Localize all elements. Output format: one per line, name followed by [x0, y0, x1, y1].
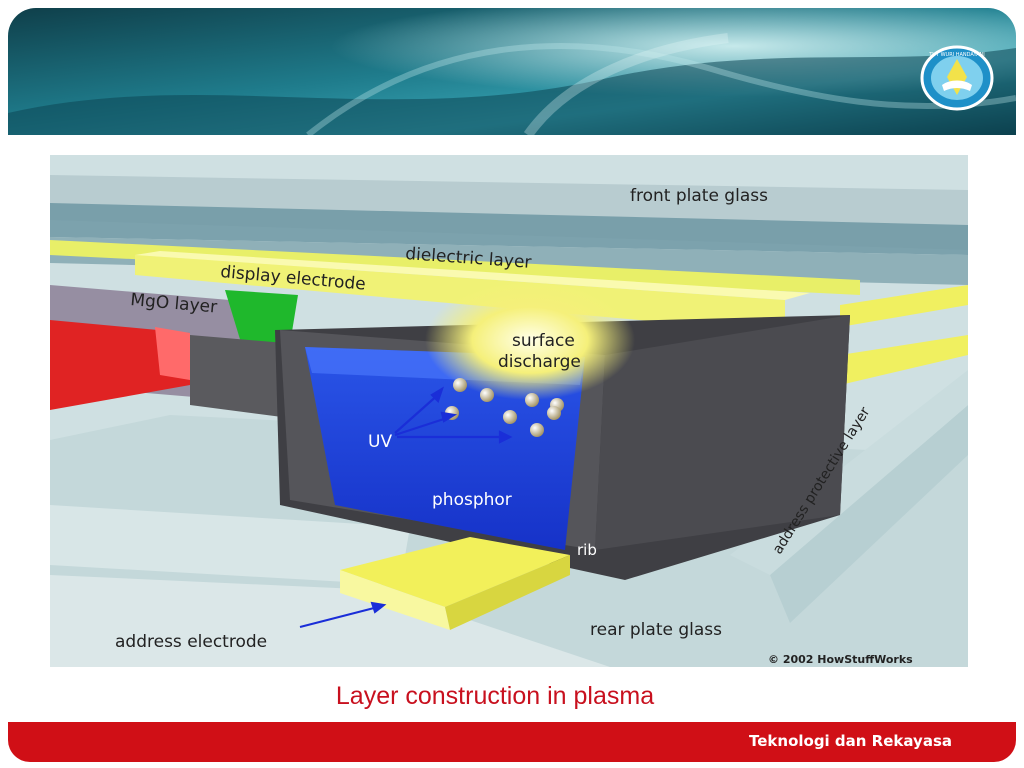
- figure-caption: Layer construction in plasma: [335, 682, 655, 710]
- footer-text: Teknologi dan Rekayasa: [749, 732, 952, 750]
- label-rear-plate-glass: rear plate glass: [590, 620, 722, 640]
- footer-bar: Teknologi dan Rekayasa: [8, 722, 1016, 762]
- label-front-plate-glass: front plate glass: [630, 186, 768, 206]
- banner-background: [8, 8, 1016, 135]
- surface-discharge-glow: [425, 280, 635, 400]
- address-electrode-arrow: [299, 601, 387, 628]
- header-banner: [8, 8, 1016, 135]
- label-rib: rib: [577, 541, 597, 559]
- label-surface: surface: [512, 331, 575, 351]
- uv-arrows: [394, 386, 513, 444]
- tut-wuri-handayani-emblem-icon: TUT WURI HANDAYANI: [920, 45, 994, 111]
- plasma-particles: [445, 378, 564, 437]
- svg-text:TUT WURI HANDAYANI: TUT WURI HANDAYANI: [928, 52, 985, 58]
- copyright-notice: © 2002 HowStuffWorks: [768, 653, 913, 666]
- label-address-electrode: address electrode: [115, 632, 267, 652]
- label-uv: UV: [368, 432, 392, 452]
- label-phosphor: phosphor: [432, 490, 512, 510]
- plasma-layer-diagram: front plate glass dielectric layer displ…: [50, 155, 968, 667]
- label-discharge: discharge: [498, 352, 581, 372]
